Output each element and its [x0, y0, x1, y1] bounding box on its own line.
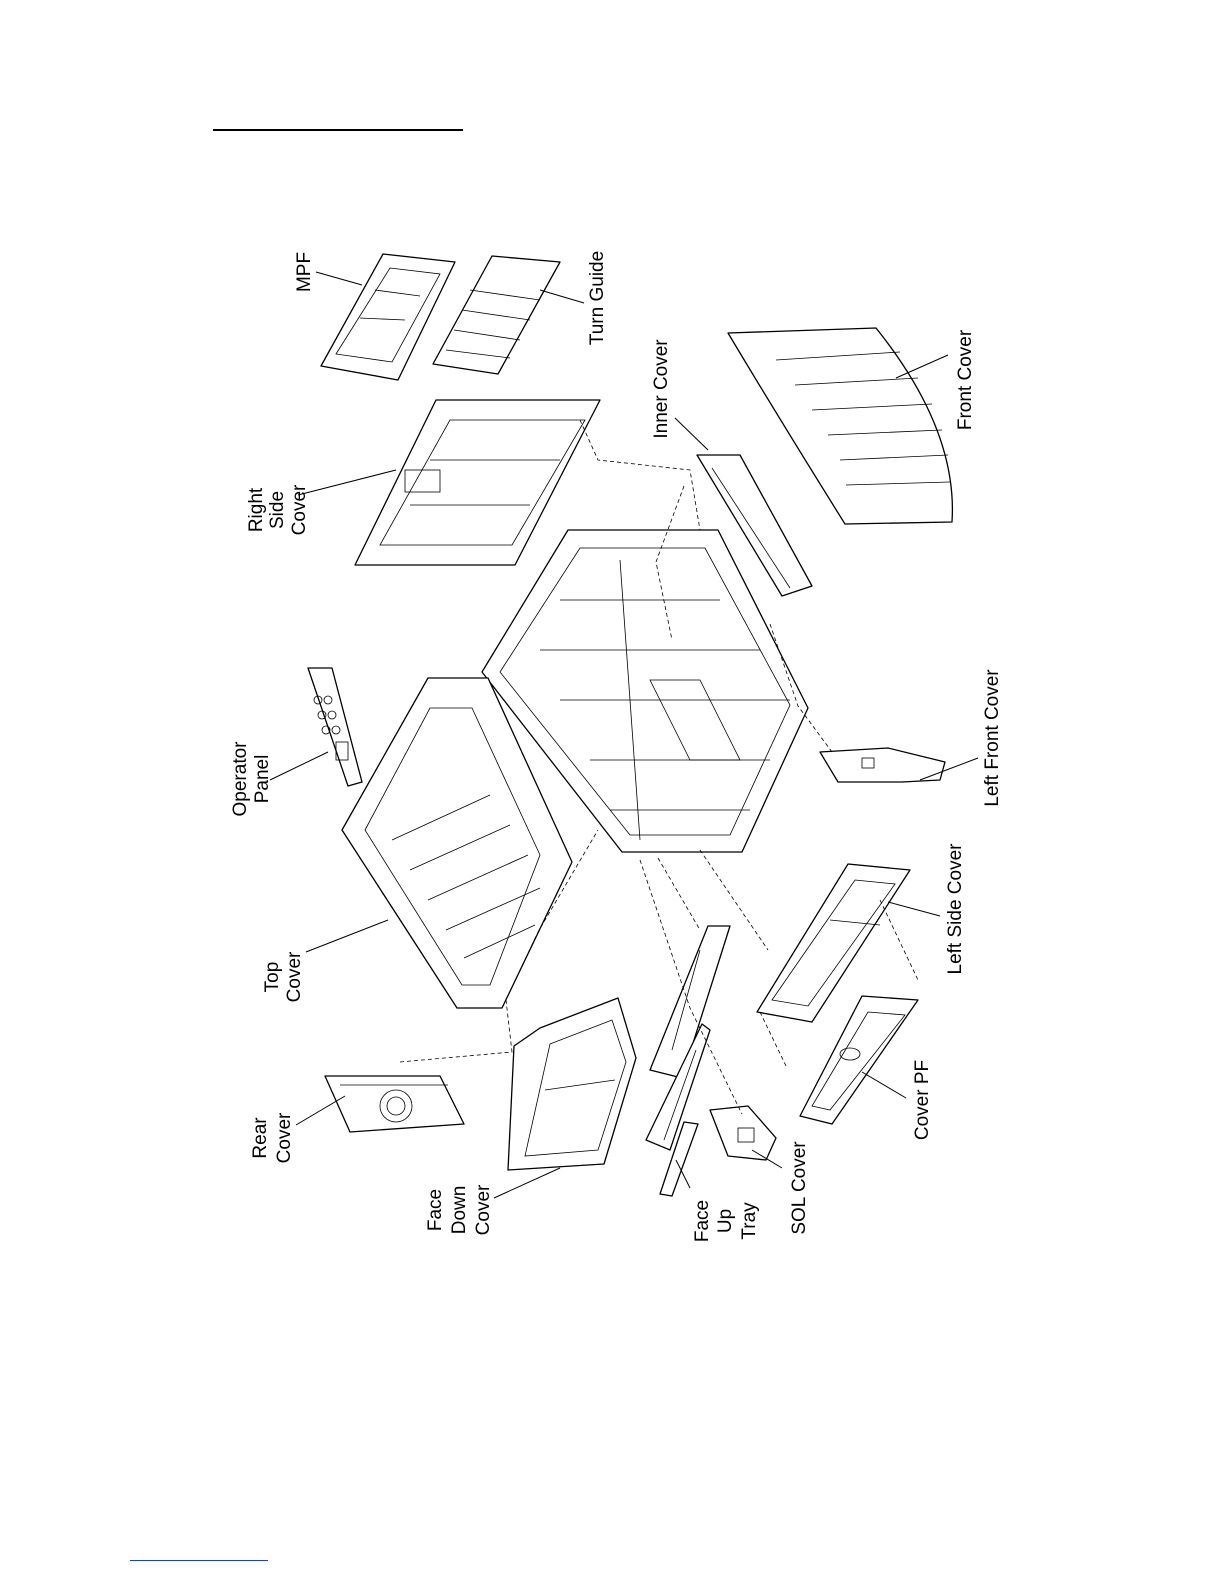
right-side-cover-label: Right Side Cover	[246, 484, 310, 535]
svg-text:Top: Top	[262, 962, 283, 993]
face-up-tray-part	[646, 926, 730, 1196]
rear-cover-part	[325, 1076, 464, 1132]
svg-text:Up: Up	[715, 1209, 736, 1233]
svg-text:Cover: Cover	[284, 951, 305, 1002]
turn-guide-part	[433, 256, 560, 374]
cover-pf-part	[800, 996, 918, 1124]
svg-text:Operator: Operator	[230, 741, 251, 817]
svg-text:Side: Side	[267, 491, 288, 529]
face-up-tray-label: Face Up Tray	[692, 1200, 760, 1242]
cover-pf-label: Cover PF	[912, 1060, 933, 1140]
svg-text:Rear: Rear	[250, 1117, 271, 1159]
svg-text:Down: Down	[449, 1186, 470, 1235]
svg-text:Cover: Cover	[473, 1184, 494, 1235]
mpf-label: MPF	[294, 252, 315, 292]
svg-text:Right: Right	[246, 487, 267, 532]
sol-cover-part	[710, 1106, 776, 1160]
svg-text:Cover: Cover	[289, 484, 310, 535]
svg-text:Face: Face	[692, 1200, 713, 1242]
face-down-cover-part	[508, 998, 636, 1170]
turn-guide-label: Turn Guide	[587, 251, 608, 345]
left-side-cover-label: Left Side Cover	[945, 843, 966, 975]
operator-panel-part	[308, 668, 362, 786]
rear-cover-label: Rear Cover	[250, 1112, 295, 1163]
left-front-cover-label: Left Front Cover	[982, 669, 1003, 807]
footer-link-rule	[130, 1560, 268, 1561]
svg-text:Panel: Panel	[252, 755, 273, 804]
sol-cover-label: SOL Cover	[789, 1141, 810, 1235]
svg-text:Face: Face	[425, 1189, 446, 1231]
left-front-cover-part	[820, 748, 945, 782]
svg-text:Tray: Tray	[739, 1202, 760, 1240]
operator-panel-label: Operator Panel	[230, 741, 273, 817]
front-cover-label: Front Cover	[955, 329, 976, 430]
top-cover-label: Top Cover	[262, 951, 305, 1002]
face-down-cover-label: Face Down Cover	[425, 1184, 494, 1235]
inner-cover-label: Inner Cover	[651, 339, 672, 439]
svg-text:Cover: Cover	[274, 1112, 295, 1163]
